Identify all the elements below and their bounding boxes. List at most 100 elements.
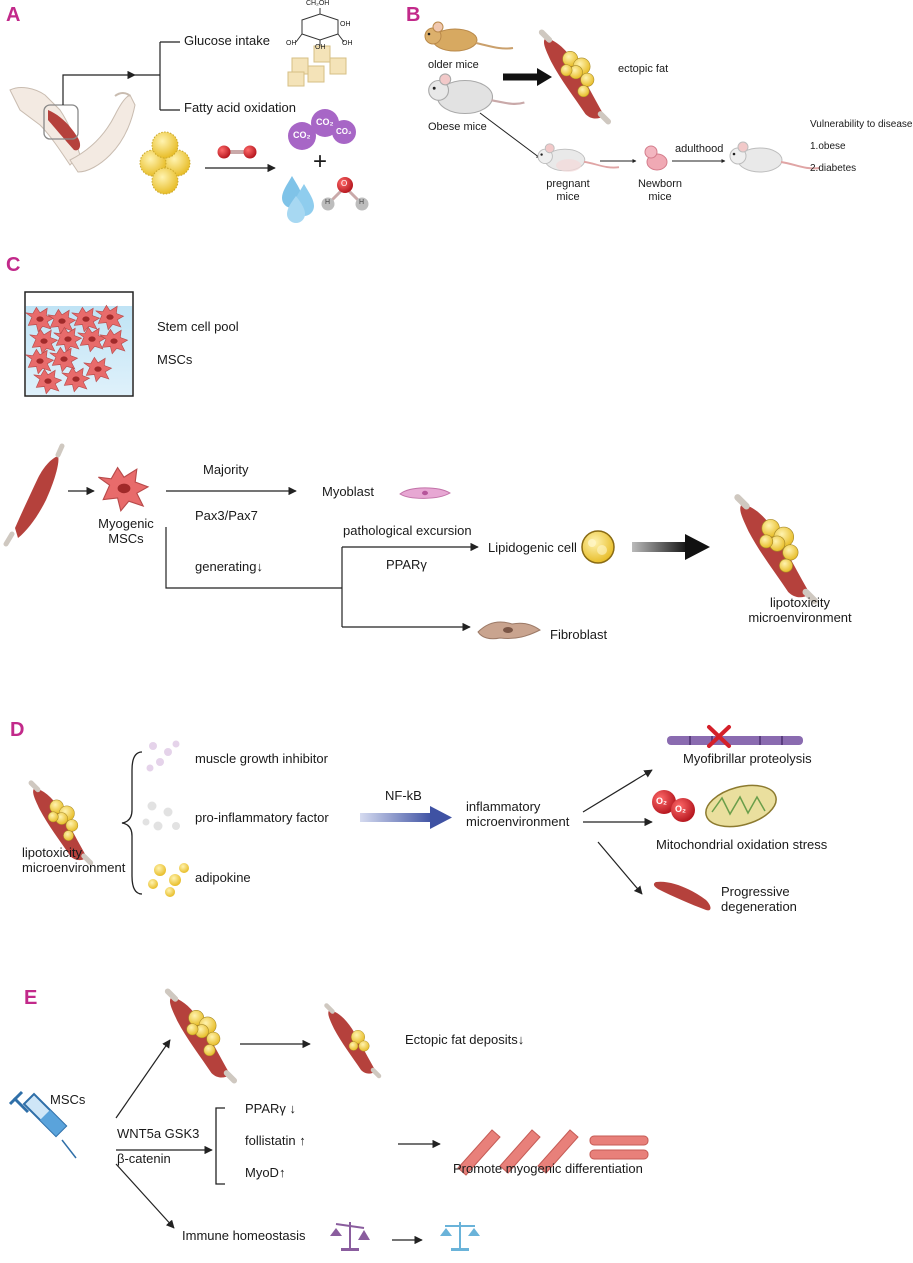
lipotoxicity-c-line-1: lipotoxicity [770, 595, 830, 610]
disease-item-2: 2.diabetes [810, 163, 857, 174]
disease-item-1: 1.obese [810, 141, 846, 152]
newborn-mice-label: Newborn mice [632, 178, 688, 203]
pregnant-mice-label: pregnant mice [540, 178, 596, 203]
glucose-oh-label-2: OH [286, 40, 297, 47]
follistatin-label: follistatin ↑ [245, 1133, 306, 1148]
majority-label: Majority [203, 462, 249, 477]
pparg-label-e: PPARγ ↓ [245, 1101, 297, 1116]
lipotoxicity-d-line-2: microenvironment [22, 859, 126, 875]
mitochondria-icon [705, 784, 777, 828]
co2-label-3: CO₂ [336, 127, 352, 136]
branch-bracket-a [135, 41, 180, 111]
myogenic-mscs-line-2: MSCs [108, 530, 144, 546]
nfkb-label: NF-kB [385, 788, 422, 803]
o2-label-1: O₂ [656, 796, 667, 806]
myogenic-mscs-label: Myogenic MSCs [90, 516, 162, 547]
adulthood-label: adulthood [675, 143, 724, 155]
lipidogenic-label: Lipidogenic cell [488, 540, 577, 555]
oxygen-molecule-icon [217, 145, 257, 159]
myogenic-msc-cell [97, 466, 149, 512]
co2-label-1: CO₂ [293, 130, 311, 140]
pparg-label-c: PPARγ [386, 557, 427, 572]
plus-sign: + [313, 148, 328, 175]
panel-c-graphics [3, 291, 815, 640]
lipotoxicity-d-line-1: lipotoxicity [22, 845, 82, 860]
lipotoxicity-label-d: lipotoxicity microenvironment [22, 845, 126, 876]
glucose-ch2oh-label: CH₂OH [306, 0, 330, 7]
pro-inflammatory-label: pro-inflammatory factor [195, 810, 329, 825]
pro-inflammatory-factor-icon [142, 801, 180, 831]
curly-brace-d [121, 751, 143, 895]
muscle-icon-c [3, 443, 65, 547]
fibroblast-cell-icon [477, 621, 541, 640]
panel-b-graphics [424, 21, 821, 173]
mito-stress-label: Mitochondrial oxidation stress [656, 837, 828, 852]
fatty-acid-oxidation-label: Fatty acid oxidation [184, 100, 297, 115]
thick-arrow-head-b [537, 68, 552, 86]
glucose-intake-label: Glucose intake [184, 33, 270, 48]
arrow-to-degeneration [597, 841, 643, 895]
arrow-arm-to-branch [62, 70, 136, 105]
glucose-oh-label-3: OH [315, 44, 326, 51]
arrow-to-proteolysis [582, 769, 653, 813]
progressive-degeneration-label: Progressive degeneration [721, 884, 797, 915]
panel-e-graphics [8, 991, 649, 1251]
nfkb-arrow-shaft [360, 813, 432, 822]
fat-muscle-icon-e2 [324, 1003, 382, 1079]
wnt-label: WNT5a GSK3 [117, 1126, 200, 1141]
fat-droplets-icon [139, 131, 191, 195]
reactive-oxygen-icon [652, 790, 695, 822]
co2-molecules-icon [288, 109, 356, 150]
sugar-cubes-icon [287, 45, 347, 87]
arm-muscle-illustration [9, 87, 136, 173]
panel-a-graphics [9, 8, 369, 223]
panel-label-a: A [6, 4, 21, 26]
bracket-e [215, 1107, 225, 1185]
cross-mark-icon [707, 725, 731, 748]
thick-arrow-head-c [685, 534, 710, 560]
arrow-to-immune [115, 1163, 175, 1229]
muscle-growth-inhibitor-label: muscle growth inhibitor [195, 751, 328, 766]
pathological-label: pathological excursion [343, 523, 472, 538]
muscle-growth-inhibitor-icon [146, 740, 180, 772]
arrow-obese-to-pregnant [479, 112, 541, 159]
branch-bracket-c [296, 547, 343, 627]
newborn-mice-line-2: mice [648, 190, 672, 203]
pregnant-mice-line-2: mice [556, 190, 580, 203]
arrow-to-fat-muscle [115, 1039, 171, 1119]
panel-label-e: E [24, 987, 38, 1009]
obese-mouse-icon [428, 73, 525, 115]
adipokine-label: adipokine [195, 870, 251, 885]
newborn-mouse-icon [644, 145, 668, 171]
myofibril-icon [667, 736, 803, 745]
panel-label-b: B [406, 4, 421, 26]
co2-label-2: CO₂ [316, 117, 334, 127]
oxygen-label: O [341, 179, 348, 188]
balance-scale-icon-2 [440, 1222, 480, 1251]
progressive-line-1: Progressive [721, 884, 790, 899]
hydrogen-label-1: H [325, 199, 331, 206]
adult-mouse-icon [729, 141, 821, 173]
progressive-line-2: degeneration [721, 898, 797, 914]
stem-cell-pool-label: Stem cell pool [157, 319, 239, 334]
fat-muscle-icon-e1 [168, 991, 235, 1080]
myofibrillar-label: Myofibrillar proteolysis [683, 751, 812, 766]
lipotoxicity-label-c: lipotoxicity microenvironment [740, 595, 860, 626]
pregnant-mice-line-1: pregnant [546, 178, 590, 190]
inflammatory-line-1: inflammatory [466, 799, 541, 814]
panel-label-c: C [6, 254, 21, 276]
water-molecule-icon [321, 177, 369, 211]
older-mice-label: older mice [428, 59, 479, 71]
pax-label: Pax3/Pax7 [195, 508, 258, 523]
myoblast-cell-icon [399, 487, 451, 499]
degenerating-muscle-icon [653, 881, 711, 911]
lipidogenic-cell-icon [581, 530, 615, 564]
muscle-fiber-icons [457, 1129, 649, 1176]
balance-scale-icon-1 [330, 1222, 370, 1251]
magnify-box [43, 104, 79, 140]
thick-arrow-shaft-c [632, 542, 688, 552]
lipotoxic-muscle-icon-c [738, 497, 815, 600]
syringe-icon [8, 1090, 77, 1159]
mscs-label-c: MSCs [157, 352, 193, 367]
immune-homeostasis-label: Immune homeostasis [182, 1228, 306, 1243]
